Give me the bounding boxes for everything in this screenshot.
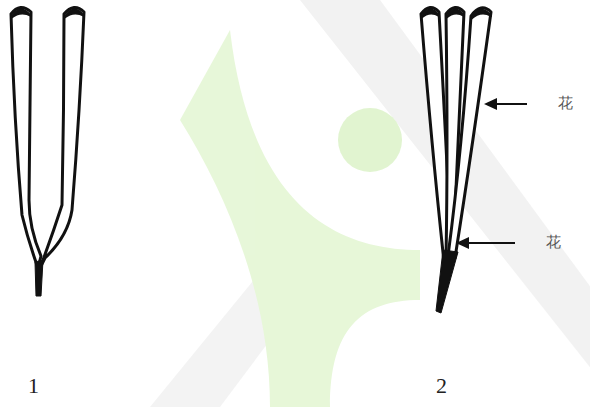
petal: [448, 8, 491, 258]
petal-tip: [421, 9, 439, 18]
figure-number: 1: [28, 375, 39, 397]
leader-line: [466, 242, 515, 244]
flower-part-2: [421, 7, 491, 313]
petal-tip: [471, 10, 491, 19]
petal-tip: [446, 9, 464, 18]
stalk: [35, 260, 43, 296]
figure-number: 2: [436, 375, 447, 397]
arrow-head: [484, 98, 497, 110]
petal-tip: [64, 9, 84, 18]
watermark-dot: [338, 108, 402, 172]
petal: [11, 7, 41, 268]
petal-tip: [11, 9, 31, 18]
part-label: 花: [546, 235, 561, 250]
arrow-head: [456, 237, 469, 249]
petal: [40, 7, 84, 268]
flower-part-1: [11, 7, 84, 296]
part-label: 花: [558, 96, 573, 111]
stalk: [436, 250, 458, 313]
leader-line: [494, 103, 527, 105]
watermark: [150, 0, 590, 407]
watermark-curve: [180, 30, 420, 407]
leader-arrows: [456, 98, 527, 249]
